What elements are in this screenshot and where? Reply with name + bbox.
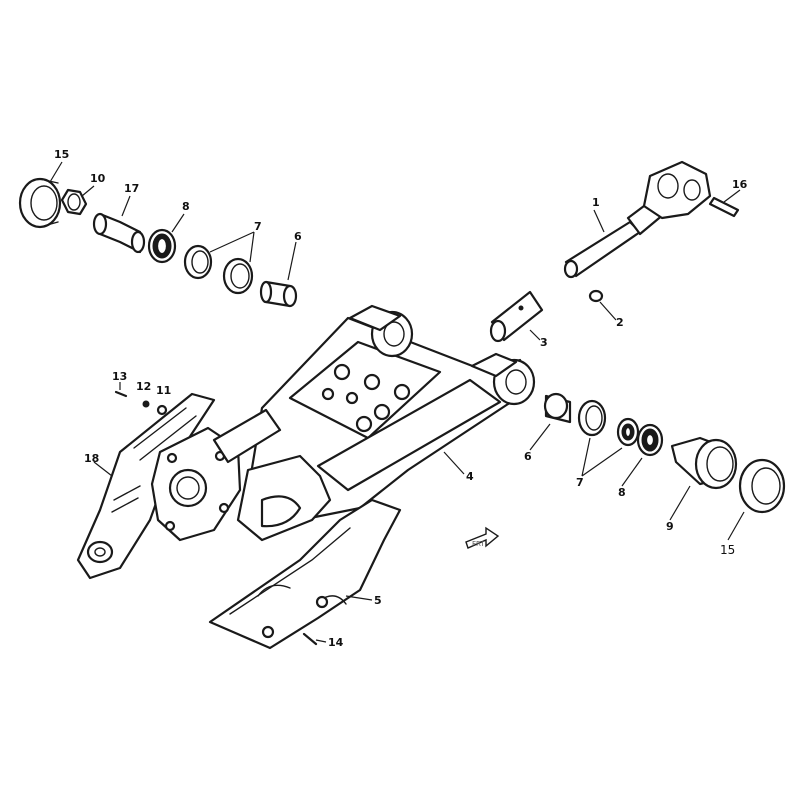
callout-6-left: 6 xyxy=(294,230,302,243)
front-direction-label: FRT xyxy=(472,540,485,548)
part-3-bushing-sleeve xyxy=(489,290,544,343)
part-6-bushing-left xyxy=(259,280,298,308)
callout-11: 11 xyxy=(156,384,171,397)
part-17-sleeve xyxy=(92,212,146,254)
part-12-washer xyxy=(142,400,150,408)
part-16-pin xyxy=(708,196,740,218)
part-2-oring xyxy=(588,289,604,303)
callout-4: 4 xyxy=(466,470,474,483)
callout-10: 10 xyxy=(90,172,106,185)
callout-5: 5 xyxy=(374,594,382,607)
leader-lines xyxy=(49,161,745,643)
part-13-bolt xyxy=(114,390,128,398)
part-8-seal-right xyxy=(636,423,664,457)
brake-mount-plate xyxy=(150,408,282,542)
callout-6-right: 6 xyxy=(524,450,532,463)
callout-3: 3 xyxy=(540,336,548,349)
callout-9: 9 xyxy=(666,520,674,533)
part-1-drive-shaft xyxy=(563,160,712,279)
part-11-nut xyxy=(156,404,168,416)
callout-7-left: 7 xyxy=(254,220,262,233)
part-7-bearing-right-b xyxy=(616,417,640,447)
callout-2: 2 xyxy=(616,316,624,329)
part-18-bracket xyxy=(76,392,216,580)
part-10-nut xyxy=(60,188,88,216)
part-15-cap-right xyxy=(738,458,786,514)
callout-16: 16 xyxy=(732,178,748,191)
callout-14: 14 xyxy=(328,636,344,649)
callout-8-left: 8 xyxy=(182,200,190,213)
part-5-skid-plate xyxy=(208,498,402,650)
callout-15-left: 15 xyxy=(54,148,69,161)
part-8-seal-left xyxy=(147,228,177,264)
callout-7-right: 7 xyxy=(576,476,584,489)
part-7-bearing-left-a xyxy=(183,244,213,280)
part-7-bearing-right-a xyxy=(577,399,607,437)
callout-labels: 15 10 17 8 7 6 1 16 2 3 13 12 11 18 4 6 … xyxy=(54,148,748,649)
part-4-swingarm xyxy=(236,304,536,542)
callout-13: 13 xyxy=(112,370,127,383)
callout-12: 12 xyxy=(136,380,151,393)
part-14-bolt xyxy=(302,632,318,646)
callout-18: 18 xyxy=(84,452,99,465)
callout-17: 17 xyxy=(124,182,139,195)
callout-1: 1 xyxy=(592,196,600,209)
callout-8-right: 8 xyxy=(618,486,626,499)
part-7-bearing-left-b xyxy=(222,257,254,295)
callout-15-right: 15 xyxy=(720,543,735,557)
front-direction-arrow: FRT xyxy=(465,526,500,549)
part-9-axle-shaft xyxy=(670,436,738,490)
part-15-cap-left xyxy=(18,177,62,229)
part-6-bushing-right xyxy=(543,392,572,424)
